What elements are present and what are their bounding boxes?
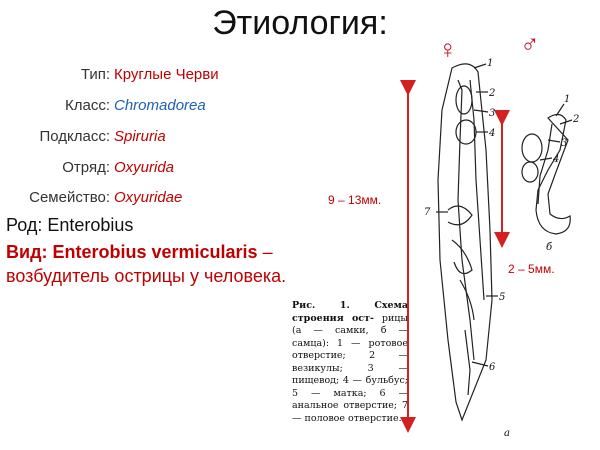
female-label-5: 5	[499, 292, 505, 303]
figure-caption: Рис. 1. Схема строения ост- рицы (а — са…	[292, 300, 408, 425]
female-label-6: 6	[489, 362, 496, 373]
caption-body: рицы (а — самки, б — самца): 1 — ротовое…	[292, 312, 408, 424]
female-label-3: 3	[489, 108, 495, 119]
male-symbol-icon: ♂	[520, 28, 540, 58]
species-description: – возбудитель острицы у человека.	[6, 242, 287, 286]
taxon-value: Chromadorea	[114, 97, 206, 114]
taxon-label: Подкласс:	[39, 128, 110, 145]
genus-text: Род: Enterobius	[6, 215, 134, 235]
female-label-1: 1	[487, 58, 493, 69]
female-label-7: 7	[424, 207, 431, 218]
male-label-4: 4	[552, 154, 559, 165]
female-label-2: 2	[488, 88, 495, 99]
taxon-value: Oxyuridae	[114, 189, 183, 206]
female-label-a: а	[504, 428, 510, 439]
female-size-label: 9 – 13мм.	[328, 193, 382, 207]
caption-heading: Рис. 1. Схема строения ост-	[292, 300, 408, 324]
page-title: Этиология:	[212, 4, 388, 42]
taxon-value: Oxyurida	[114, 159, 175, 176]
male-label-3: 3	[561, 138, 567, 149]
female-symbol-icon: ♀	[438, 34, 458, 64]
female-label-4: 4	[488, 128, 495, 139]
male-label-1: 1	[564, 94, 570, 105]
male-label-b: б	[546, 242, 553, 253]
taxon-label: Тип:	[80, 66, 110, 83]
taxon-label: Отряд:	[62, 159, 110, 176]
taxon-value: Круглые Черви	[114, 66, 219, 83]
male-label-2: 2	[572, 114, 579, 125]
taxon-label: Класс:	[65, 97, 110, 114]
male-size-label: 2 – 5мм.	[508, 262, 555, 276]
species-text: Вид: Enterobius vermicularis – возбудите…	[6, 240, 296, 288]
male-worm-illustration	[521, 103, 573, 235]
female-worm-illustration	[436, 63, 498, 422]
taxon-label: Семейство:	[29, 189, 110, 206]
species-name: Вид: Enterobius vermicularis	[6, 242, 258, 262]
taxon-value: Spiruria	[114, 128, 166, 145]
